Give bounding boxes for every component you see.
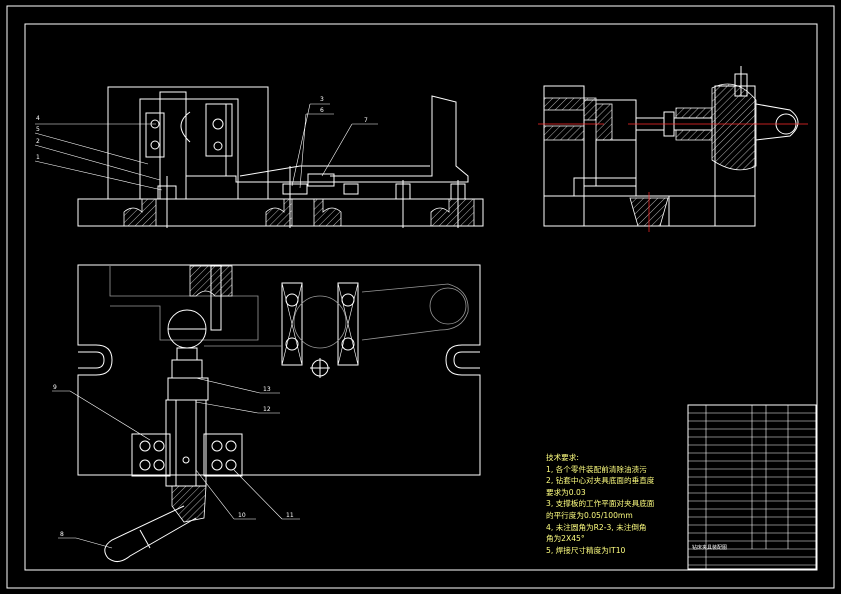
label-11: 11 (286, 512, 294, 519)
requirement-line: 角为2X45° (546, 534, 585, 544)
requirement-line: 2, 钻套中心对夹具底面的垂直度 (546, 476, 655, 486)
requirement-line: 要求为0.03 (546, 487, 586, 497)
requirement-line: 1, 各个零件装配前清除油渍污 (546, 464, 647, 474)
requirement-line: 5, 焊接尺寸精度为IT10 (546, 545, 626, 555)
label-3: 3 (320, 96, 324, 103)
label-8: 8 (60, 531, 64, 538)
requirement-line: 3, 支撑板的工作平面对夹具底面 (546, 499, 655, 509)
front-view (77, 86, 484, 228)
title-block-drawing-name: 钻床夹具装配图 (692, 544, 727, 551)
label-7: 7 (364, 117, 368, 124)
plan-view (77, 264, 481, 562)
label-10: 10 (238, 512, 246, 519)
label-5: 5 (36, 126, 40, 133)
parts-list-table: 钻床夹具装配图 (687, 404, 817, 570)
part-callouts: 4 5 2 1 3 6 7 9 13 12 10 11 8 (34, 96, 378, 549)
technical-requirements: 技术要求: 1, 各个零件装配前清除油渍污 2, 钻套中心对夹具底面的垂直度 要… (546, 452, 686, 556)
requirement-line: 4, 未注圆角为R2-3, 未注倒角 (546, 522, 647, 532)
inner-frame (24, 23, 818, 571)
label-2: 2 (36, 138, 40, 145)
label-9: 9 (53, 384, 57, 391)
label-6: 6 (320, 107, 324, 114)
label-1: 1 (36, 154, 40, 161)
label-4: 4 (36, 115, 40, 122)
requirement-line: 的平行度为0.05/100mm (546, 510, 633, 520)
outer-frame (6, 5, 835, 589)
side-view (538, 66, 808, 232)
label-12: 12 (263, 406, 271, 413)
label-13: 13 (263, 386, 271, 393)
requirements-title: 技术要求: (546, 453, 579, 462)
